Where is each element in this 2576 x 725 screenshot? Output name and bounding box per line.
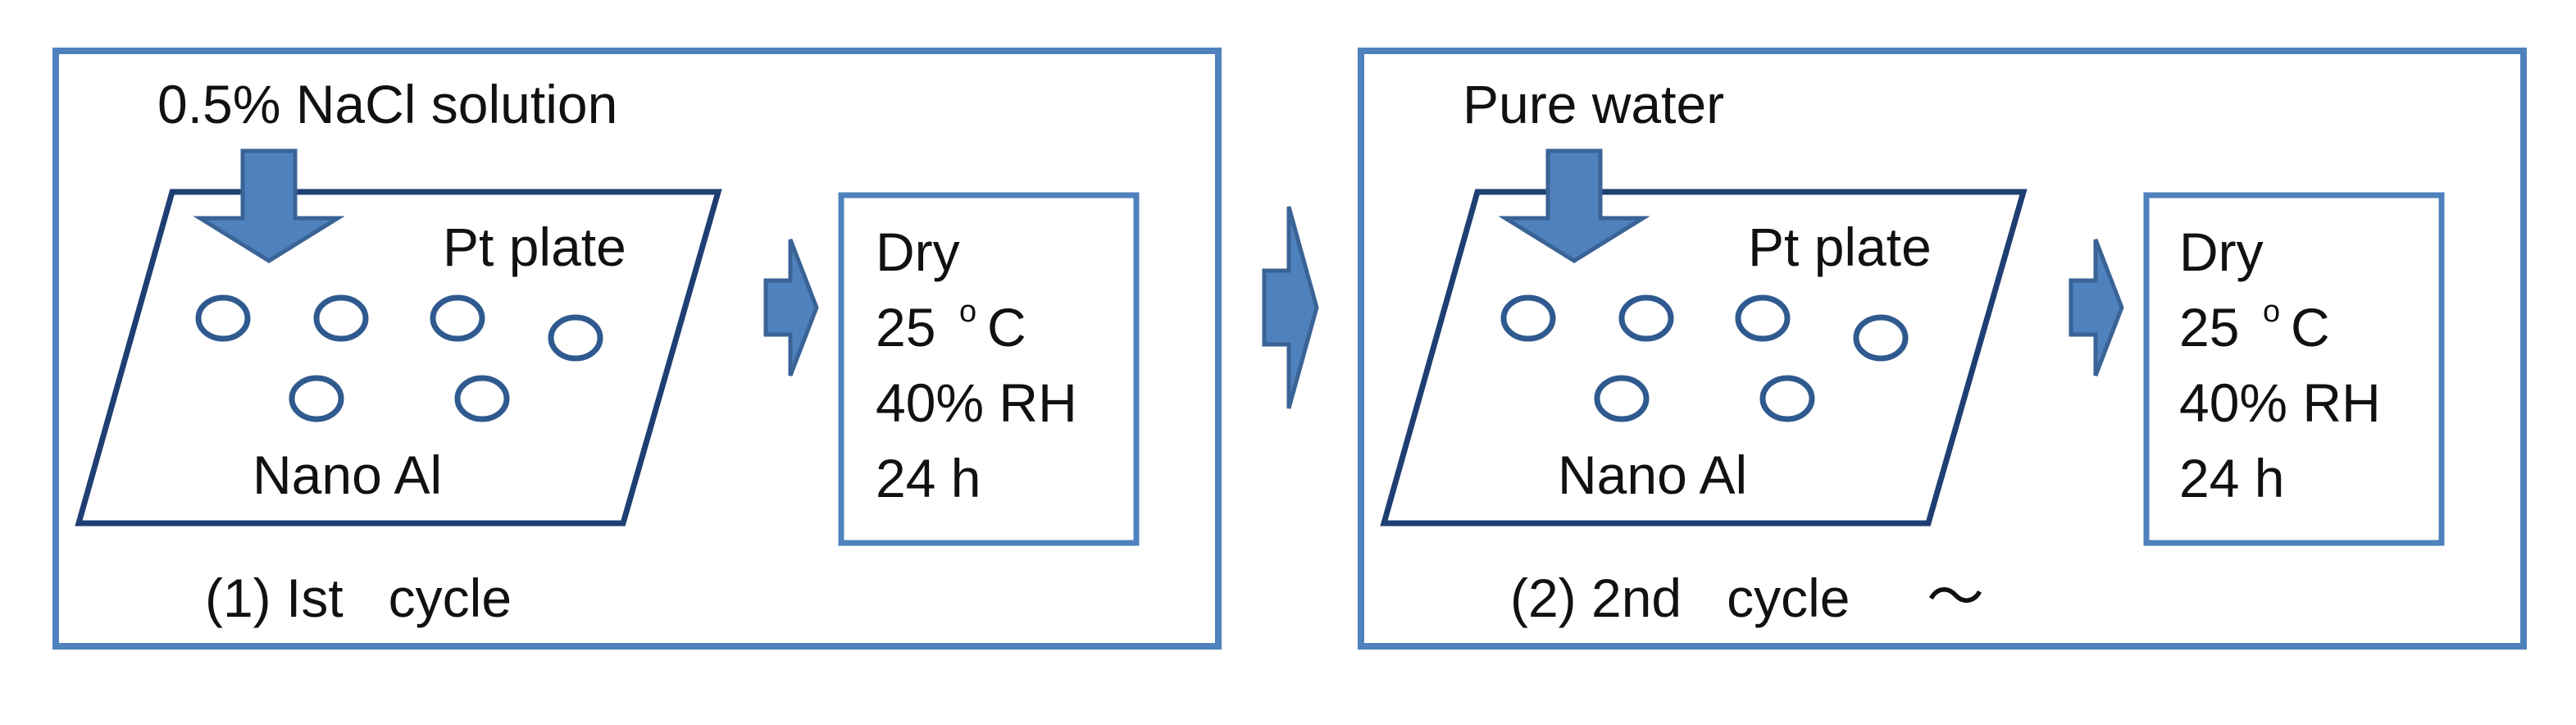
cycle-transition-right-arrow-icon <box>1262 206 1319 409</box>
cycle1-humidity-value: 40% RH <box>876 372 1077 433</box>
cycle2-temperature-value: 25 <box>2179 297 2239 358</box>
cycle1-step-right-arrow-icon <box>763 239 819 376</box>
cycle1-droplet-circle-ring-icon <box>313 294 369 342</box>
cycle2-step-right-arrow-icon <box>2069 239 2124 376</box>
cycle1-pt-plate-shape <box>75 189 722 527</box>
cycle2-dry-box <box>2143 192 2445 546</box>
cycle1-droplet-circle-ring-icon <box>289 375 344 422</box>
cycle2-droplet-circle-ring-icon <box>1594 375 1650 422</box>
cycle2-panel: Pure water Pt plate Nano Al Dry 25 o C 4… <box>1358 48 2527 650</box>
cycle2-droplet-circle-ring-icon <box>1500 294 1556 342</box>
cycle2-caption: (2) 2nd cycle <box>1510 568 1850 628</box>
cycle1-down-arrow-icon <box>193 148 345 263</box>
cycle1-duration-value: 24 h <box>876 448 981 508</box>
cycle2-dry-label: Dry <box>2179 221 2264 282</box>
cycle1-dry-box <box>838 192 1140 546</box>
cycle1-droplet-circle-ring-icon <box>454 375 510 422</box>
cycle2-down-arrow-icon <box>1498 148 1650 263</box>
cycle2-tilde: 〜 <box>1927 565 1984 629</box>
cycle1-droplet-circle-ring-icon <box>430 294 485 342</box>
cycle1-degree-mark: o <box>959 294 976 329</box>
cycle2-frame <box>1358 48 2527 650</box>
cycle1-solution-label: 0.5% NaCl solution <box>157 74 617 135</box>
cycle2-plate-label: Pt plate <box>1748 217 1932 277</box>
cycle1-dry-label: Dry <box>876 221 960 282</box>
cycle1-plate-label: Pt plate <box>443 217 626 277</box>
cycle1-temperature-unit: C <box>987 297 1026 358</box>
cycle1-particles-label: Nano Al <box>253 445 442 505</box>
cycle2-degree-mark: o <box>2263 294 2280 329</box>
cycle1-panel: 0.5% NaCl solution Pt plate Nano Al Dry … <box>52 48 1222 650</box>
cycle1-caption: (1) Ist cycle <box>205 568 512 628</box>
cycle2-droplet-circle-ring-icon <box>1618 294 1674 342</box>
cycle2-droplet-circle-ring-icon <box>1735 294 1791 342</box>
cycle2-pt-plate-shape <box>1380 189 2028 527</box>
cycle2-solution-label: Pure water <box>1463 74 1724 135</box>
cycle1-frame <box>52 48 1222 650</box>
cycle2-particles-label: Nano Al <box>1558 445 1747 505</box>
cycle2-duration-value: 24 h <box>2179 448 2284 508</box>
cycle2-humidity-value: 40% RH <box>2179 372 2381 433</box>
cycle2-droplet-circle-ring-icon <box>1853 314 1909 362</box>
cycle1-temperature-value: 25 <box>876 297 935 358</box>
cycle1-droplet-circle-ring-icon <box>195 294 251 342</box>
cycle1-droplet-circle-ring-icon <box>548 314 603 362</box>
cycle2-temperature-unit: C <box>2291 297 2330 358</box>
cycle2-droplet-circle-ring-icon <box>1759 375 1815 422</box>
